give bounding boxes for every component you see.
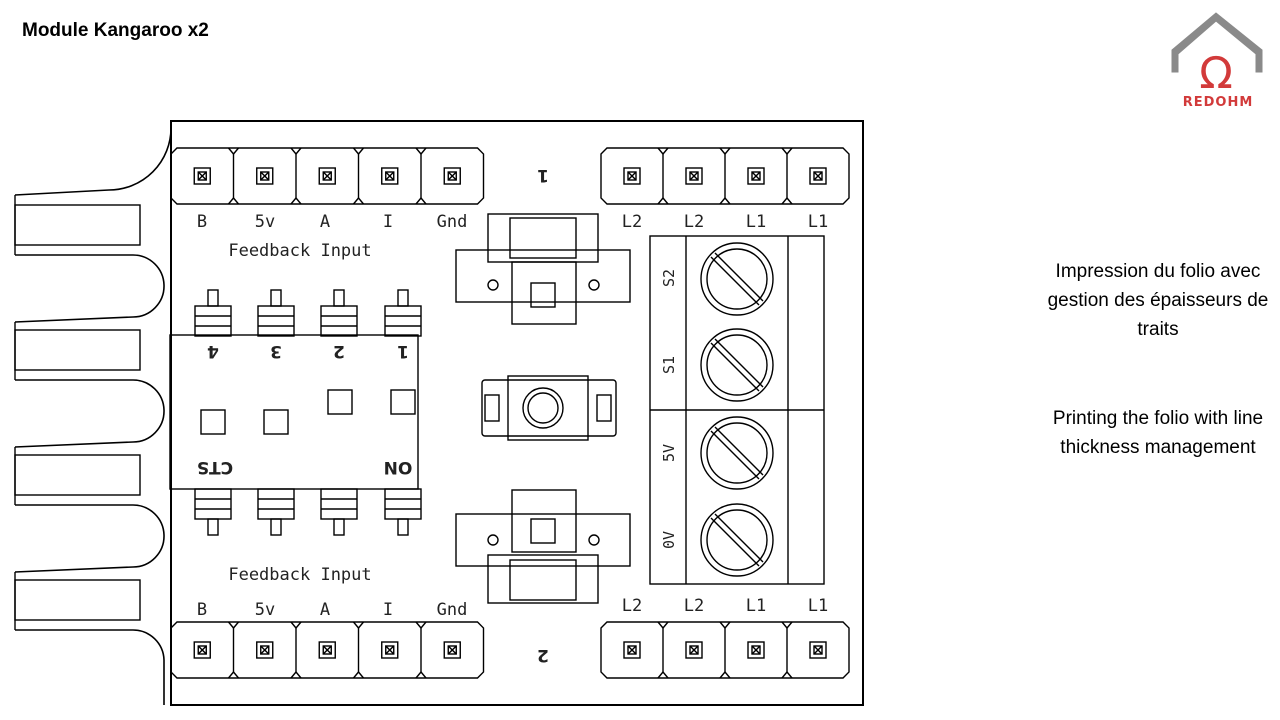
pin-label: 5v xyxy=(255,600,275,620)
pin-label: 5v xyxy=(255,212,275,232)
pin-label: L2 xyxy=(684,212,704,232)
dip-number: 2 xyxy=(333,341,345,361)
top-left-pin-labels: B 5v A I Gnd xyxy=(197,212,467,232)
caption-english: Printing the folio with line thickness m… xyxy=(1052,408,1264,458)
dip-leg xyxy=(384,289,422,536)
pin-pad xyxy=(381,641,399,659)
terminal-label: 5V xyxy=(660,444,678,462)
pin-headers xyxy=(170,147,850,679)
pin-header xyxy=(170,147,485,205)
dip-leg xyxy=(320,289,358,536)
dip-on-label: ON xyxy=(384,457,413,477)
pin-pad xyxy=(809,167,827,185)
pin-label: B xyxy=(197,212,207,232)
component-lower xyxy=(455,489,631,604)
pin-label: L2 xyxy=(622,596,642,616)
channel-2-label: 2 xyxy=(537,645,549,665)
slide-title: Module Kangaroo x2 xyxy=(22,20,209,41)
logo-text: REDOHM xyxy=(1183,95,1254,110)
pin-pad xyxy=(623,167,641,185)
pin-pad xyxy=(747,641,765,659)
pin-pad xyxy=(623,641,641,659)
pin-label: A xyxy=(320,600,330,620)
pin-pad xyxy=(318,641,336,659)
dip-leg xyxy=(257,289,295,536)
pin-header xyxy=(600,147,850,205)
dip-leg xyxy=(194,289,232,536)
dip-number: 1 xyxy=(397,341,409,361)
pin-header xyxy=(600,621,850,679)
push-button xyxy=(481,375,617,441)
pin-pad xyxy=(685,167,703,185)
screw-icon xyxy=(700,242,774,316)
caption-french: Impression du folio avec gestion des épa… xyxy=(1047,261,1269,340)
screw-icon xyxy=(700,416,774,490)
pin-label: L2 xyxy=(684,596,704,616)
pin-pad xyxy=(809,641,827,659)
terminal-label: S1 xyxy=(660,356,678,374)
pin-pad xyxy=(381,167,399,185)
terminal-label: 0V xyxy=(660,531,678,549)
wire-loops xyxy=(14,127,172,705)
top-right-pin-labels: L2 L2 L1 L1 xyxy=(622,212,828,232)
pin-label: I xyxy=(383,600,393,620)
dip-off-label: CTS xyxy=(197,457,233,477)
pin-label: A xyxy=(320,212,330,232)
terminal-label: S2 xyxy=(660,269,678,287)
feedback-input-top-label: Feedback Input xyxy=(228,241,371,261)
board-outline xyxy=(170,120,864,706)
pin-label: L2 xyxy=(622,212,642,232)
bottom-left-pin-labels: B 5v A I Gnd xyxy=(197,600,467,620)
pin-label: L1 xyxy=(808,212,828,232)
pin-label: I xyxy=(383,212,393,232)
pin-label: L1 xyxy=(746,212,766,232)
pin-pad xyxy=(193,641,211,659)
pin-label: Gnd xyxy=(437,212,468,232)
pin-pad xyxy=(256,641,274,659)
feedback-input-bottom-label: Feedback Input xyxy=(228,565,371,585)
dip-numbers: 4 3 2 1 CTS ON xyxy=(197,341,413,477)
screw-icon xyxy=(700,328,774,402)
pin-label: L1 xyxy=(808,596,828,616)
screw-icon xyxy=(700,503,774,577)
pin-label: Gnd xyxy=(437,600,468,620)
pin-pad xyxy=(318,167,336,185)
channel-1-label: 1 xyxy=(537,165,549,185)
component-upper xyxy=(455,213,631,325)
dip-number: 3 xyxy=(270,341,282,361)
pin-pad xyxy=(685,641,703,659)
wire-blocks xyxy=(14,195,141,630)
pin-pad xyxy=(256,167,274,185)
pin-pad xyxy=(443,641,461,659)
pin-label: B xyxy=(197,600,207,620)
terminal-labels: S2 S1 5V 0V xyxy=(660,269,678,549)
pin-pad xyxy=(193,167,211,185)
logo-roof-icon xyxy=(1171,12,1263,73)
pin-label: L1 xyxy=(746,596,766,616)
pin-pad xyxy=(443,167,461,185)
pin-pad xyxy=(747,167,765,185)
screw-terminal-block xyxy=(649,235,825,585)
logo-omega-icon: Ω xyxy=(1199,48,1233,99)
dip-switch xyxy=(169,289,422,536)
redohm-logo: Ω REDOHM xyxy=(1171,12,1263,110)
pin-header xyxy=(170,621,485,679)
bottom-right-pin-labels: L2 L2 L1 L1 xyxy=(622,596,828,616)
dip-number: 4 xyxy=(207,341,219,361)
